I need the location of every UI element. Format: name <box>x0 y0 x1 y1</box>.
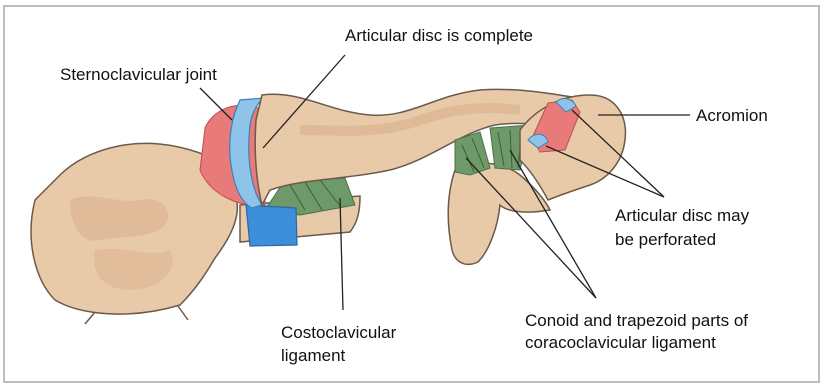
costal-cartilage-band <box>246 205 297 246</box>
label-coracoclavicular-line1: Conoid and trapezoid parts of <box>525 310 748 331</box>
label-sternoclavicular-joint: Sternoclavicular joint <box>60 64 217 85</box>
label-articular-disc-perforated-line1: Articular disc may <box>615 205 749 226</box>
label-costoclavicular-line2: ligament <box>281 345 345 366</box>
label-costoclavicular-line1: Costoclavicular <box>281 322 396 343</box>
label-articular-disc-perforated-line2: be perforated <box>615 229 716 250</box>
label-acromion: Acromion <box>696 105 768 126</box>
label-coracoclavicular-line2: coracoclavicular ligament <box>525 332 716 353</box>
label-articular-disc-complete: Articular disc is complete <box>345 25 533 46</box>
